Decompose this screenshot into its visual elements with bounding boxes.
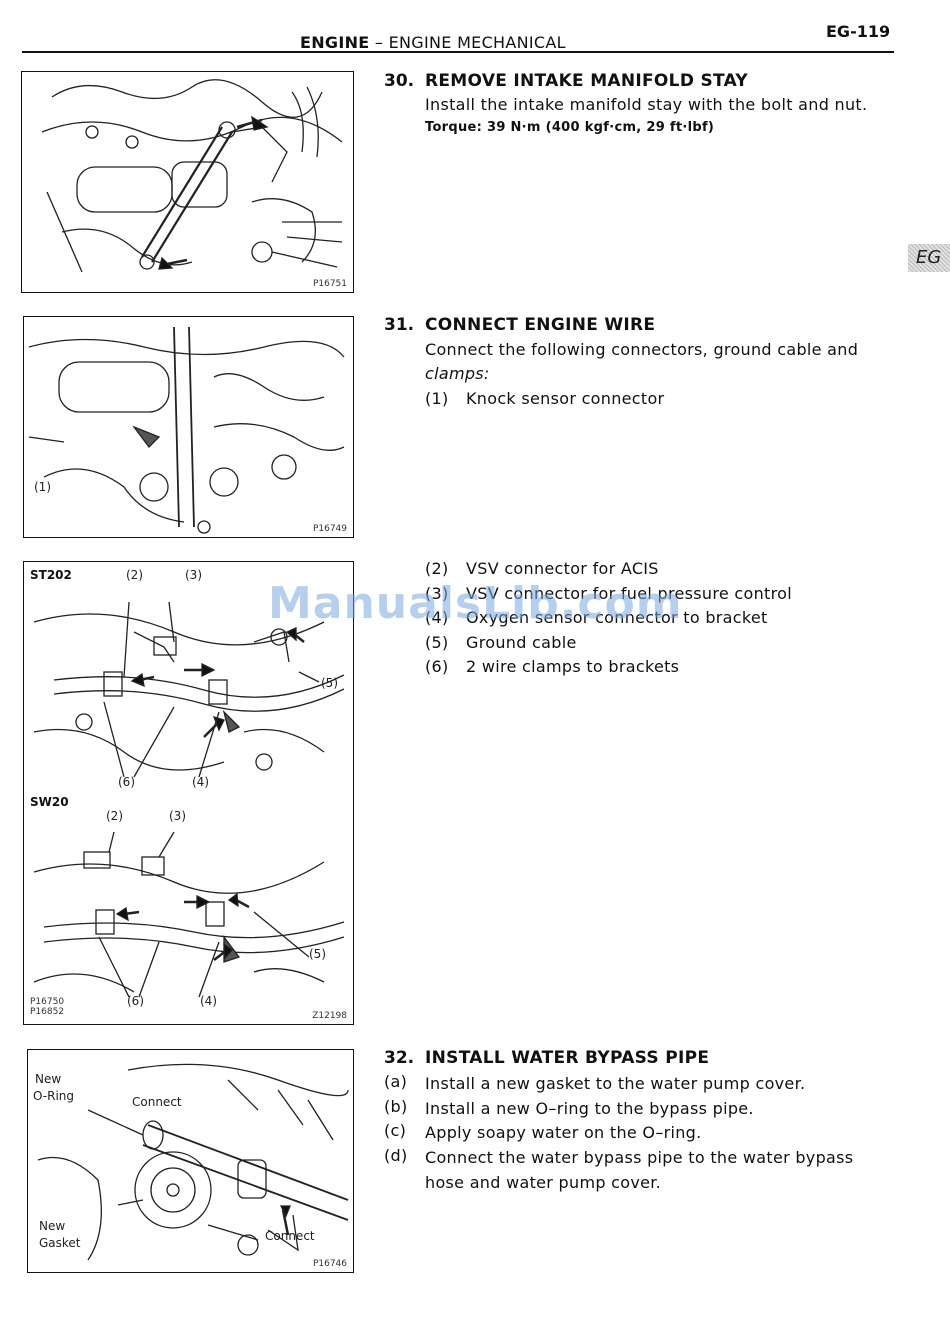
figure-code: Z12198 — [312, 1011, 347, 1021]
item-text: Knock sensor connector — [466, 389, 665, 408]
step-31-item-2: (2) VSV connector for ACIS — [425, 559, 659, 578]
figure-code: P16749 — [312, 524, 347, 534]
step-30-number: 30. — [384, 71, 415, 91]
page-number: EG-119 — [826, 22, 891, 41]
item-label: (a) — [384, 1072, 408, 1091]
item-label: (2) — [425, 559, 449, 578]
engine-illustration-3 — [33, 601, 346, 998]
label-new-gasket-1: New — [39, 1219, 66, 1233]
callout-4-bottom: (4) — [200, 994, 217, 1008]
page-header-title: ENGINE – ENGINE MECHANICAL — [300, 33, 566, 52]
callout-5-top: (5) — [321, 676, 338, 690]
item-label: (6) — [425, 657, 449, 676]
step-30-torque: Torque: 39 N·m (400 kgf·cm, 29 ft·lbf) — [425, 120, 715, 135]
label-connect-top: Connect — [132, 1095, 182, 1109]
callout-2-top: (2) — [126, 568, 143, 582]
item-text: Oxygen sensor connector to bracket — [466, 608, 768, 627]
item-text: Ground cable — [466, 633, 577, 652]
header-dash: – — [369, 33, 389, 52]
engine-illustration-2 — [28, 326, 345, 534]
figure-code: P16746 — [312, 1259, 347, 1269]
item-text: Install a new gasket to the water pump c… — [425, 1074, 806, 1093]
variant-label-sw20: SW20 — [30, 795, 69, 809]
figure-code: P16750 — [30, 997, 65, 1007]
label-new-oring-2: O-Ring — [33, 1089, 75, 1103]
figure-intake-manifold-stay: P16751 — [21, 71, 354, 293]
callout-4-top: (4) — [192, 775, 209, 789]
section-name: ENGINE — [300, 33, 370, 52]
item-text: VSV connector for fuel pressure control — [466, 584, 792, 603]
figure-water-bypass-pipe: New O-Ring Connect New Gasket Connect P1… — [27, 1049, 354, 1273]
step-30-title: REMOVE INTAKE MANIFOLD STAY — [425, 71, 749, 91]
callout-3-top: (3) — [185, 568, 202, 582]
figure-engine-wire-connectors: ST202 (2) (3) (5) (6) (4) SW20 (2) (3) (… — [23, 561, 354, 1025]
label-connect-bottom: Connect — [265, 1229, 315, 1243]
callout-1: (1) — [34, 480, 51, 494]
item-label: (1) — [425, 389, 449, 408]
item-label: (d) — [384, 1146, 408, 1165]
figure-code: P16751 — [312, 279, 347, 289]
item-label: (b) — [384, 1097, 408, 1116]
variant-label-st202: ST202 — [30, 568, 72, 582]
item-label: (4) — [425, 608, 449, 627]
item-label: (3) — [425, 584, 449, 603]
watermark: ManualsLib.com — [268, 578, 683, 629]
step-31-title: CONNECT ENGINE WIRE — [425, 315, 656, 335]
callout-3-bottom: (3) — [169, 809, 186, 823]
label-new-gasket-2: Gasket — [39, 1236, 81, 1250]
engine-illustration-1 — [41, 79, 343, 273]
step-31-number: 31. — [384, 315, 415, 335]
step-31-item-3: (3) VSV connector for fuel pressure contr… — [425, 584, 792, 603]
step-32-title: INSTALL WATER BYPASS PIPE — [425, 1048, 710, 1068]
step-31-item-1: (1) Knock sensor connector — [425, 389, 664, 408]
figure-knock-sensor: (1) P16749 — [23, 316, 354, 538]
step-31-item-5: (5) Ground cable — [425, 633, 577, 652]
figure-code: P16852 — [30, 1007, 65, 1017]
callout-5-bottom: (5) — [309, 947, 326, 961]
engine-illustration-4 — [37, 1063, 349, 1261]
item-text: 2 wire clamps to brackets — [466, 657, 680, 676]
step-32-number: 32. — [384, 1048, 415, 1068]
item-text: Apply soapy water on the O–ring. — [425, 1123, 702, 1142]
item-text: Install a new O–ring to the bypass pipe. — [425, 1099, 754, 1118]
step-31-item-4: (4) Oxygen sensor connector to bracket — [425, 608, 768, 627]
item-label: (5) — [425, 633, 449, 652]
item-text: Connect the water bypass pipe to the wat… — [425, 1148, 854, 1192]
callout-6-top: (6) — [118, 775, 135, 789]
subsection-name: ENGINE MECHANICAL — [388, 33, 566, 52]
item-text: VSV connector for ACIS — [466, 559, 659, 578]
item-label: (c) — [384, 1121, 407, 1140]
step-31-item-6: (6) 2 wire clamps to brackets — [425, 657, 679, 676]
callout-2-bottom: (2) — [106, 809, 123, 823]
label-new-oring-1: New — [35, 1072, 62, 1086]
header-rule — [22, 51, 894, 53]
section-side-tab: EG — [908, 244, 950, 272]
step-30-body: Install the intake manifold stay with th… — [425, 95, 868, 114]
step-31-body-line1: Connect the following connectors, ground… — [425, 340, 859, 359]
step-31-body-line2: clamps: — [425, 364, 490, 383]
callout-6-bottom: (6) — [127, 994, 144, 1008]
